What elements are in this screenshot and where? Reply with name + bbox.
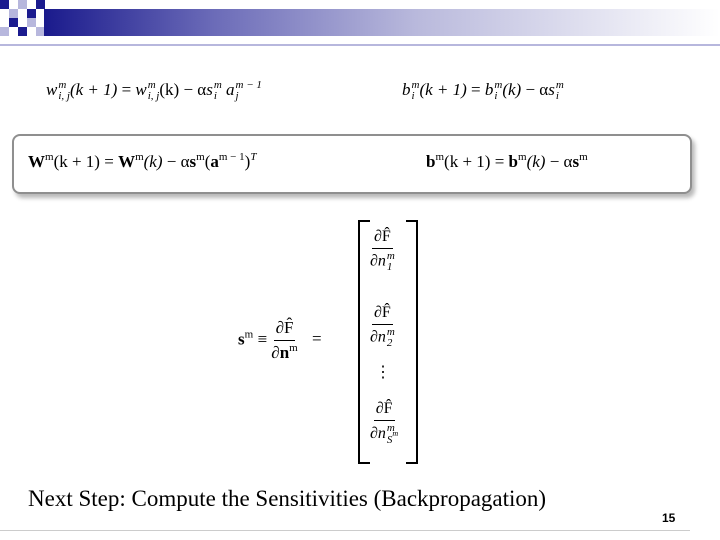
vector-vdots: ⋮ — [375, 364, 391, 381]
matrix-weight-update-equation: Wm(k + 1) = Wm(k) − αsm(am − 1)T — [28, 151, 257, 172]
decor-square — [9, 9, 18, 18]
title-bar-decoration — [0, 0, 720, 46]
decor-square — [27, 18, 36, 27]
vector-right-bracket — [406, 220, 418, 464]
decor-square — [27, 9, 36, 18]
decor-square — [9, 18, 18, 27]
slide-caption: Next Step: Compute the Sensitivities (Ba… — [28, 486, 547, 511]
decor-square — [18, 0, 27, 9]
vector-left-bracket — [358, 220, 370, 464]
decor-square — [0, 27, 9, 36]
decor-square — [36, 0, 45, 9]
matrix-update-box: Wm(k + 1) = Wm(k) − αsm(am − 1)T bm(k + … — [12, 134, 692, 194]
sensitivity-lhs: sm ≡ ∂F̂ ∂nm = — [238, 318, 322, 362]
header-divider — [0, 44, 720, 46]
page-number: 15 — [662, 511, 676, 525]
matrix-bias-update-equation: bm(k + 1) = bm(k) − αsm — [426, 151, 588, 172]
decor-square — [36, 27, 45, 36]
decor-square — [18, 27, 27, 36]
sensitivity-fraction: ∂F̂ ∂nm — [271, 318, 298, 362]
gradient-header-bar — [44, 9, 720, 36]
footer-divider — [0, 530, 690, 531]
decor-square — [0, 0, 9, 9]
